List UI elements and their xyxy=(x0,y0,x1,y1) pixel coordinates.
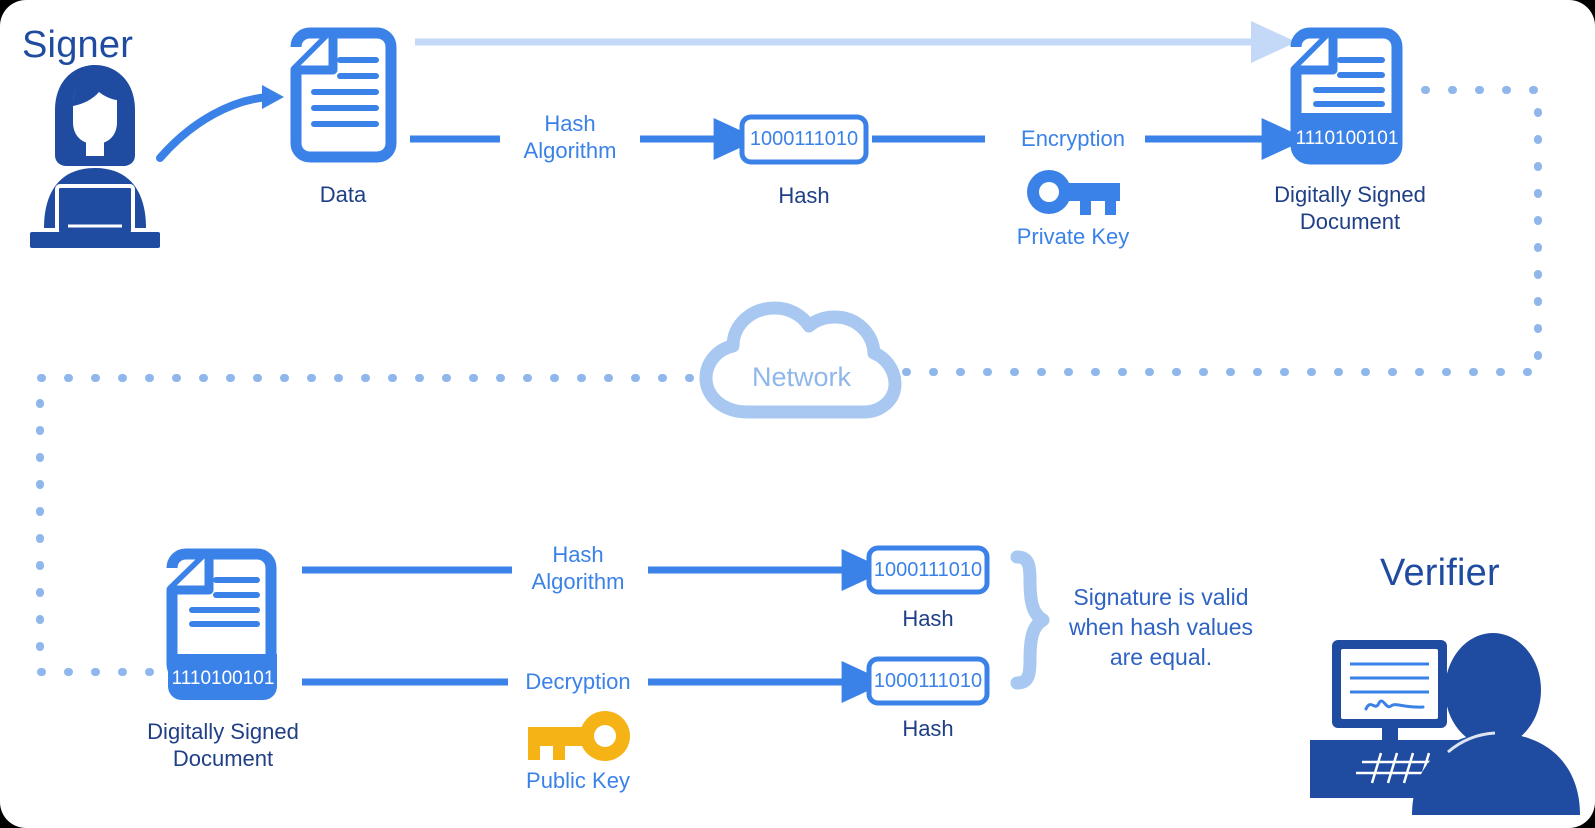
public-key-label: Public Key xyxy=(526,768,630,793)
verifier-signed-doc-label: Digitally Signed Document xyxy=(147,719,299,771)
signer-hash-box xyxy=(739,114,869,165)
verifier-hash-top-label: Hash xyxy=(902,606,954,631)
data-label: Data xyxy=(319,182,367,207)
verifier-hash-top-value: 1000111010 xyxy=(873,559,983,581)
verifier-signature-value: 1110100101 xyxy=(171,668,275,689)
network-dotted-path-right xyxy=(901,86,1542,376)
verifier-signed-document-icon xyxy=(166,548,277,700)
private-key-label: Private Key xyxy=(1016,224,1130,249)
encryption-label: Encryption xyxy=(1021,126,1125,151)
verifier-hash-box-bottom xyxy=(866,656,990,706)
signer-person-icon xyxy=(30,65,160,248)
network-cloud-icon xyxy=(699,301,902,419)
verifier-hash-bottom-value: 1000111010 xyxy=(873,670,983,692)
signer-hash-value: 1000111010 xyxy=(749,128,859,150)
network-label: Network xyxy=(751,362,852,392)
signer-title: Signer xyxy=(22,24,134,66)
signer-signed-document-icon xyxy=(1290,27,1403,165)
signer-signed-doc-label: Digitally Signed Document xyxy=(1274,182,1426,234)
data-document-icon xyxy=(290,27,397,163)
signer-hash-label: Hash xyxy=(778,183,830,208)
verifier-hash-algorithm-label: Hash Algorithm xyxy=(531,542,625,594)
verifier-hash-bottom-label: Hash xyxy=(902,716,954,741)
public-key-icon xyxy=(528,711,630,761)
signer-to-data-arrow xyxy=(156,93,272,162)
verifier-hash-box-top xyxy=(866,545,990,595)
signer-signature-value: 1110100101 xyxy=(1295,128,1399,149)
curly-brace xyxy=(1010,550,1050,690)
verifier-person-icon xyxy=(1310,633,1580,815)
private-key-icon xyxy=(1027,170,1120,215)
validity-note: Signature is valid when hash values are … xyxy=(1068,584,1254,670)
decryption-label: Decryption xyxy=(525,669,631,694)
verifier-title: Verifier xyxy=(1380,552,1500,594)
network-dotted-path-left xyxy=(36,374,694,676)
signer-hash-algorithm-label: Hash Algorithm xyxy=(523,111,617,163)
